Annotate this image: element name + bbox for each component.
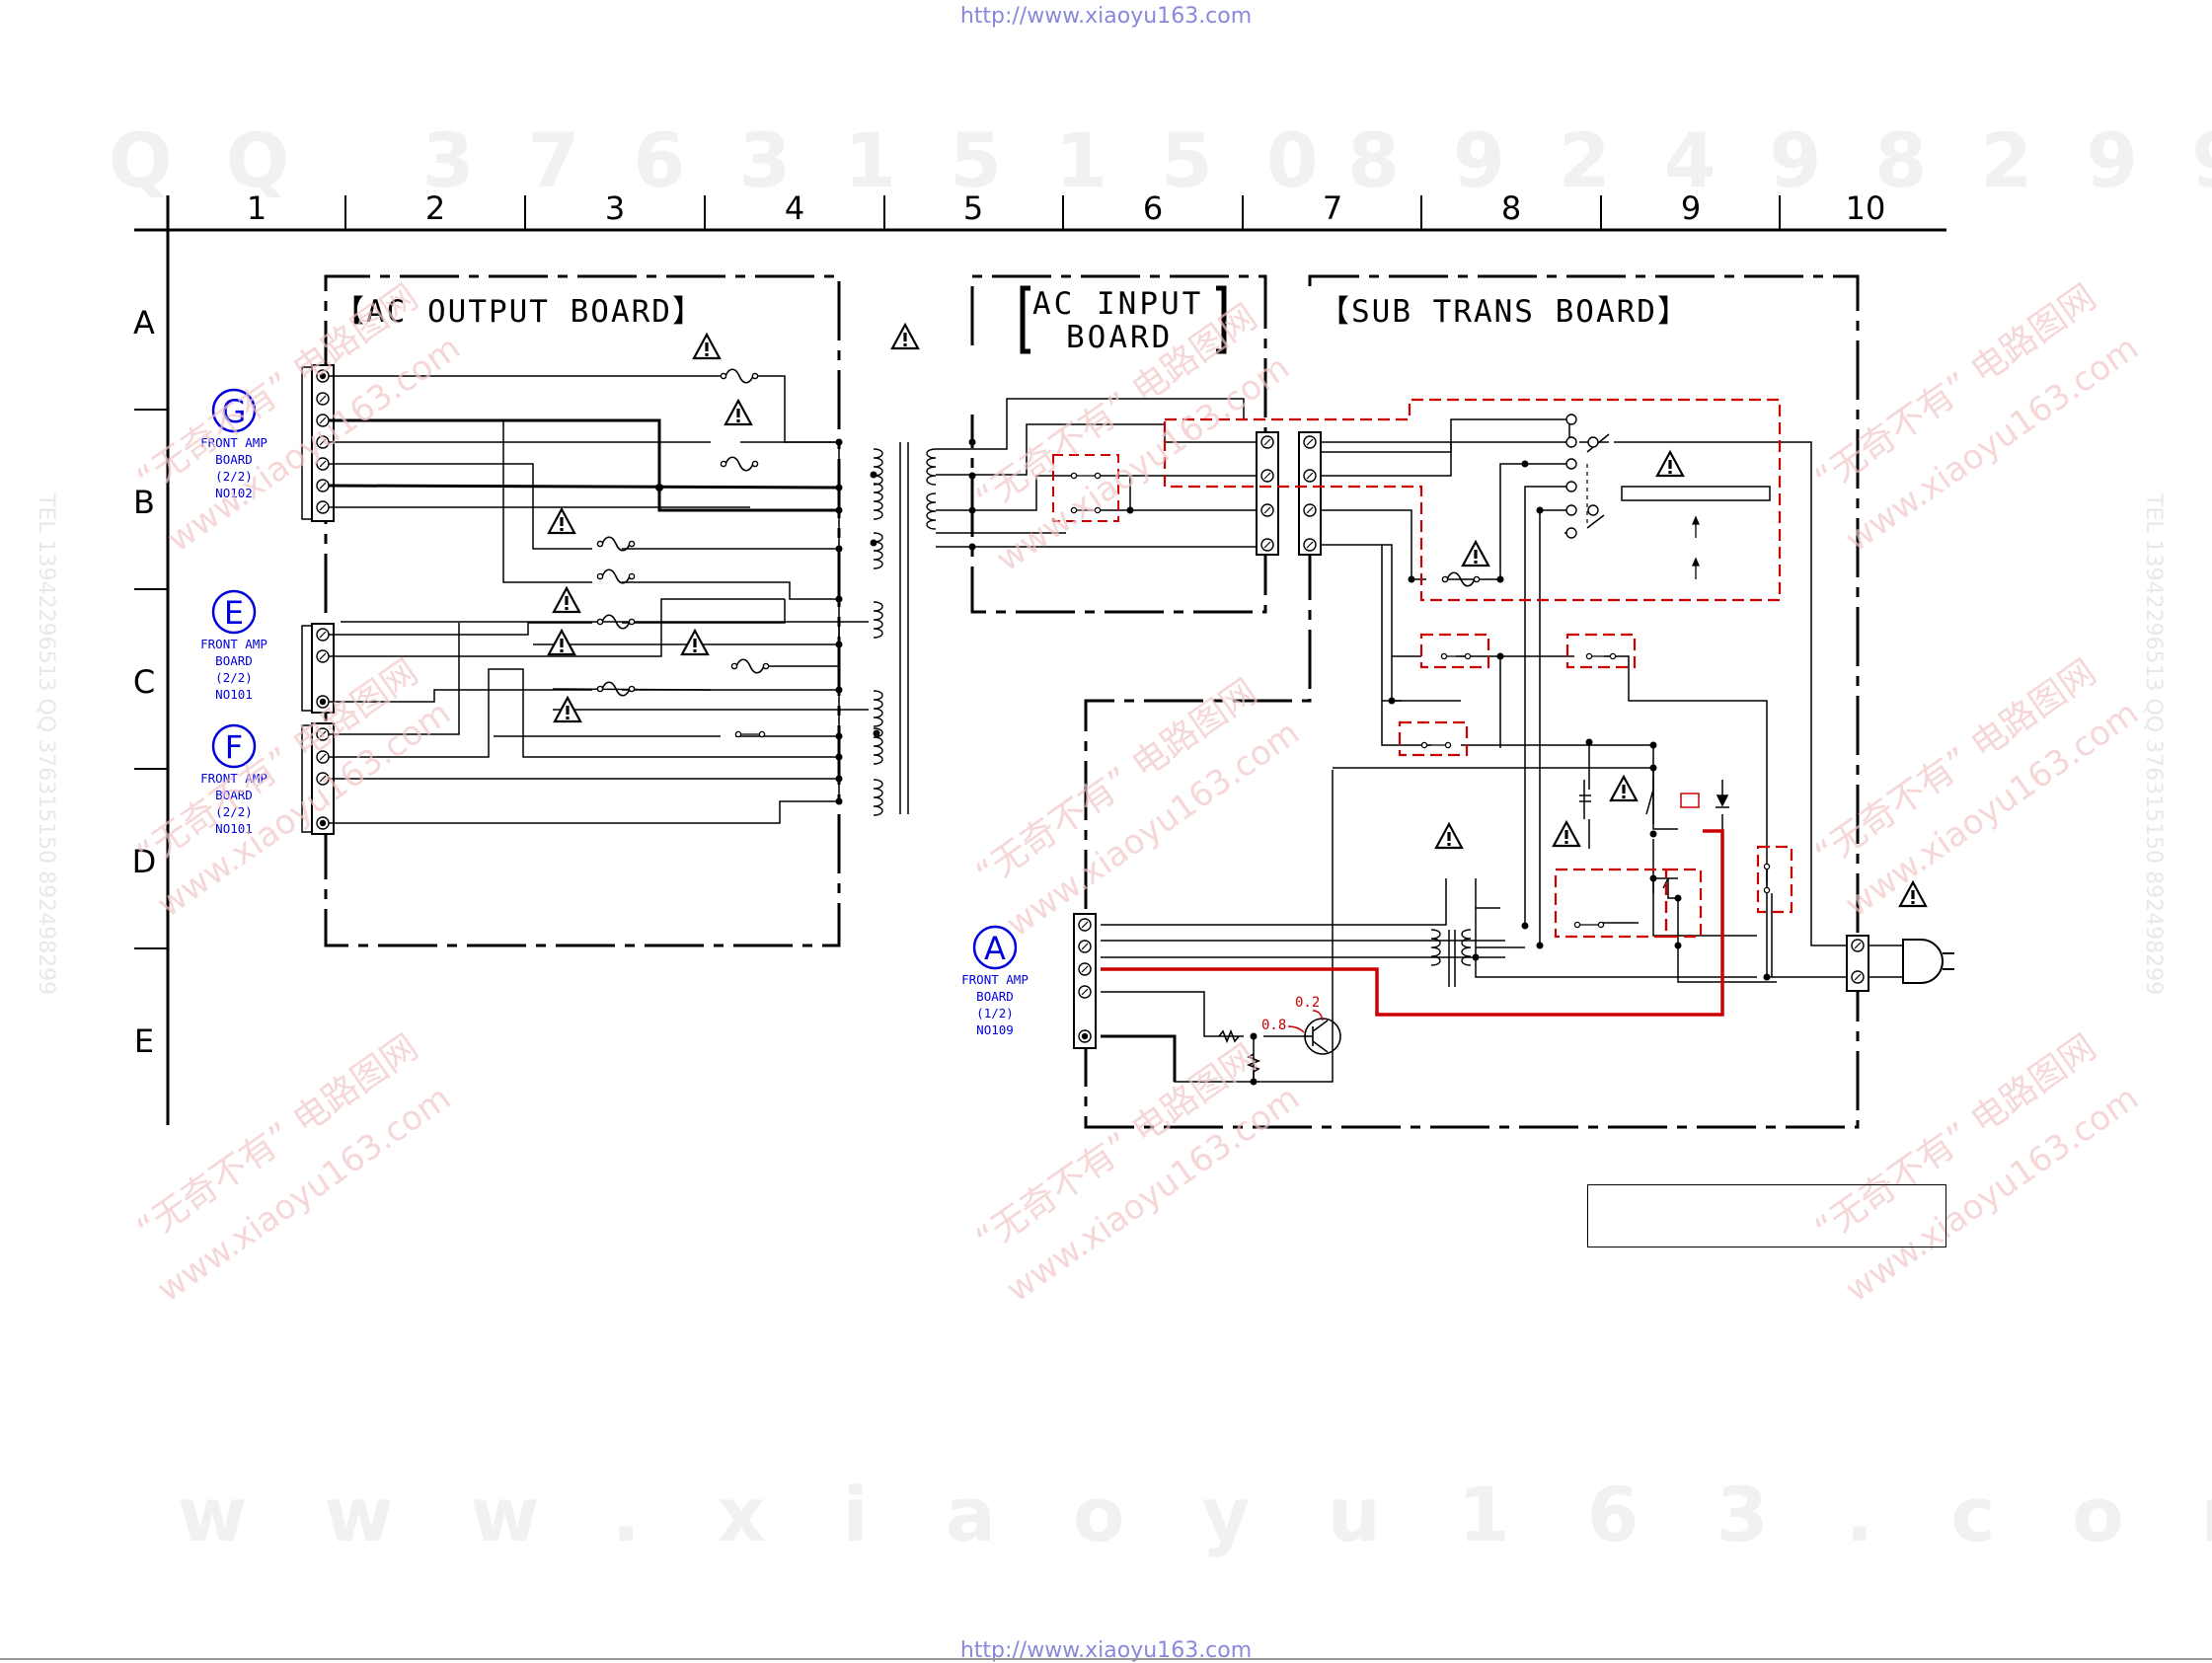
grid-col-2: 2: [425, 189, 445, 227]
svg-text:FRONT AMP: FRONT AMP: [200, 771, 267, 786]
connector-f-letter: F: [225, 728, 243, 766]
grid-col-1: 1: [247, 189, 267, 227]
grid-row-c: C: [133, 663, 155, 701]
sub-transformer: [1430, 929, 1472, 987]
connector-e-letter: E: [224, 594, 244, 632]
ac-output-board-outline: [324, 274, 841, 947]
grid-row-a: A: [133, 304, 155, 341]
voltage-arrows: [1287, 1010, 1324, 1033]
svg-text:BOARD: BOARD: [215, 452, 253, 467]
grid-col-7: 7: [1323, 189, 1342, 227]
red-box-relay-2: [1664, 868, 1703, 939]
red-box-fuse-1: [1419, 633, 1490, 669]
connector-g-strip: [301, 364, 335, 522]
grid-frame: [134, 195, 1946, 1125]
grid-col-10: 10: [1846, 189, 1886, 227]
diagonal-watermarks: “无奇不有” 电路图网 www.xiaoyu163.com “无奇不有” 电路图…: [130, 277, 2146, 1311]
voltage-collector: 0.2: [1295, 995, 1320, 1011]
grid-col-6: 6: [1143, 189, 1163, 227]
selector-arrows: [1692, 515, 1700, 579]
page-bottom-rule: [0, 1658, 2212, 1660]
connector-e-strip: [301, 623, 335, 714]
grid-row-b: B: [133, 484, 155, 521]
red-box-relay: [1554, 868, 1668, 939]
svg-text:TEL 13942296513 QQ 376315150 8: TEL 13942296513 QQ 376315150 892498299: [34, 492, 58, 995]
grid-col-5: 5: [963, 189, 983, 227]
connector-a-strip: [1073, 913, 1097, 1049]
grid-col-4: 4: [785, 189, 804, 227]
red-box-right: [1756, 845, 1793, 914]
vertical-watermarks: TEL 13942296513 QQ 376315150 892498299 T…: [34, 492, 2166, 995]
svg-text:BOARD: BOARD: [215, 788, 253, 802]
voltage-base: 0.8: [1261, 1018, 1286, 1033]
standby-red-region: [1163, 398, 1782, 602]
sub-trans-board-outline: [1084, 274, 1860, 1129]
svg-text:NO101: NO101: [215, 687, 253, 702]
selector-switch: [1565, 414, 1599, 539]
svg-text:FRONT AMP: FRONT AMP: [200, 435, 267, 450]
svg-text:(1/2): (1/2): [976, 1006, 1014, 1020]
ac-input-title-brackets: [1020, 285, 1227, 354]
watermark-site: www.xiaoyu163.com: [178, 1471, 2212, 1558]
grid-col-8: 8: [1501, 189, 1521, 227]
svg-text:NO109: NO109: [976, 1022, 1014, 1037]
red-box-switch: [1398, 720, 1469, 757]
grid-col-9: 9: [1681, 189, 1701, 227]
svg-text:BOARD: BOARD: [215, 653, 253, 668]
connector-a-letter: A: [984, 930, 1006, 967]
ac-output-board-title: 【AC OUTPUT BOARD】: [334, 294, 705, 330]
connector-captions: FRONT AMP BOARD (2/2) NO102 FRONT AMP BO…: [200, 435, 1029, 1037]
svg-text:FRONT AMP: FRONT AMP: [200, 637, 267, 651]
selector-bar: [1621, 486, 1771, 501]
svg-text:(2/2): (2/2): [215, 469, 253, 484]
red-box-fuse-2: [1565, 633, 1637, 669]
svg-text:FRONT AMP: FRONT AMP: [961, 972, 1029, 987]
main-transformer: [838, 442, 937, 816]
connector-pair-middle: [1256, 431, 1322, 556]
svg-text:(2/2): (2/2): [215, 804, 253, 819]
watermark-qq-left: QQ 376315150: [109, 116, 1372, 204]
svg-text:NO101: NO101: [215, 821, 253, 836]
svg-text:TEL 13942296513 QQ 376315150 8: TEL 13942296513 QQ 376315150 892498299: [2141, 492, 2166, 995]
svg-text:NO102: NO102: [215, 486, 253, 500]
ac-input-board-title-line2: BOARD: [1066, 320, 1173, 355]
ac-input-red-box: [1052, 454, 1119, 522]
url-header[interactable]: http://www.xiaoyu163.com: [959, 4, 1253, 29]
ac-input-board-outline: [970, 274, 1267, 614]
watermark-qq-right: 892498299: [1347, 116, 2212, 204]
sub-trans-board-title: 【SUB TRANS BOARD】: [1319, 294, 1690, 330]
svg-text:BOARD: BOARD: [976, 989, 1014, 1004]
connector-letters: G E F A: [211, 388, 1018, 970]
grid-row-d: D: [132, 843, 157, 880]
grid-row-e: E: [134, 1022, 154, 1060]
ac-plug-connector: [1846, 935, 1954, 992]
grid-col-3: 3: [605, 189, 625, 227]
connector-g-letter: G: [222, 393, 247, 430]
sub-trans-fuses-switches: [1420, 571, 1617, 929]
notes-box: [1587, 1184, 1946, 1247]
svg-text:(2/2): (2/2): [215, 670, 253, 685]
transistor: [1218, 1018, 1341, 1073]
ac-input-board-title-line1: AC INPUT: [1032, 286, 1203, 322]
